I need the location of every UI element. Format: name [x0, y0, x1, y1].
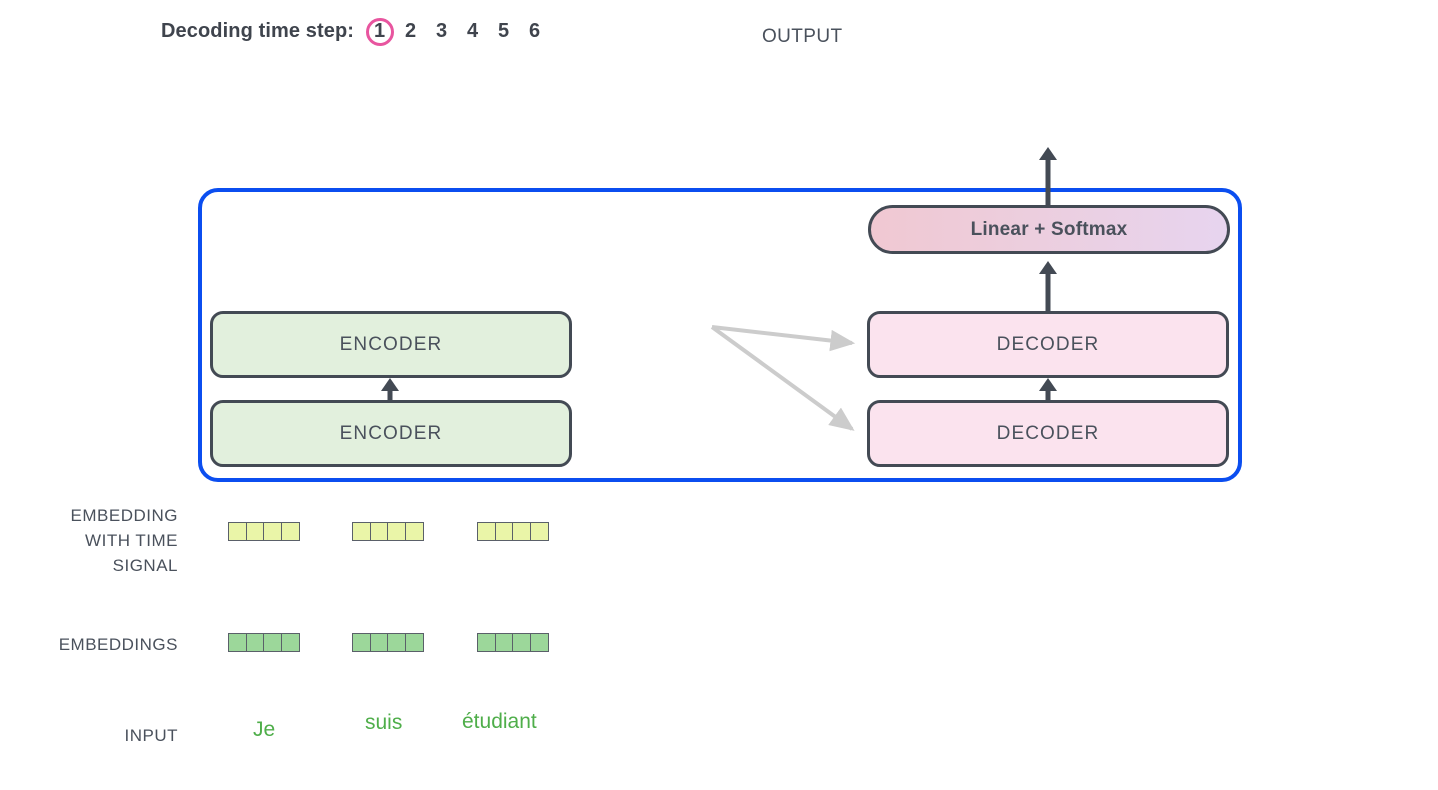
vector-cell: [280, 633, 300, 652]
arrow-up-decoder-to-decoder-icon: [1037, 378, 1059, 401]
vector-cell: [369, 522, 389, 541]
time-signal-vector-suis: [352, 522, 424, 541]
vector-cell: [228, 522, 247, 541]
vector-cell: [228, 633, 247, 652]
vector-cell: [263, 633, 282, 652]
timestep-option-6[interactable]: 6: [528, 20, 541, 42]
timestep-option-2[interactable]: 2: [404, 20, 417, 42]
embedding-time-line-3: SIGNAL: [112, 556, 178, 575]
vector-cell: [352, 522, 371, 541]
input-word-suis: suis: [365, 711, 403, 734]
vector-cell: [512, 522, 531, 541]
embedding-vector-suis: [352, 633, 424, 652]
vector-cell: [263, 522, 282, 541]
encoder-to-decoder-arrows-icon: [710, 325, 856, 431]
vector-cell: [512, 633, 531, 652]
vector-cell: [387, 633, 406, 652]
time-signal-vector-etudiant: [477, 522, 549, 541]
vector-cell: [404, 633, 424, 652]
vector-cell: [404, 522, 424, 541]
timestep-option-3[interactable]: 3: [435, 20, 448, 42]
vector-cell: [529, 522, 549, 541]
embedding-time-line-1: EMBEDDING: [70, 506, 178, 525]
vector-cell: [245, 522, 265, 541]
arrow-up-decoder-to-linear-softmax-icon: [1037, 261, 1059, 311]
embeddings-label: EMBEDDINGS: [58, 635, 178, 654]
timestep-option-4[interactable]: 4: [466, 20, 479, 42]
arrow-up-output-icon: [1037, 147, 1059, 206]
vector-cell: [369, 633, 389, 652]
timestep-option-1[interactable]: 1: [364, 20, 395, 43]
vector-cell: [245, 633, 265, 652]
time-signal-vector-je: [228, 522, 300, 541]
decoding-timestep-label: Decoding time step:: [161, 20, 355, 42]
embedding-vector-je: [228, 633, 300, 652]
encoder-box-bottom: ENCODER: [210, 400, 572, 467]
input-word-je: Je: [253, 718, 276, 741]
embedding-vector-etudiant: [477, 633, 549, 652]
vector-cell: [352, 633, 371, 652]
vector-cell: [494, 522, 514, 541]
transformer-model-container: [198, 188, 1242, 482]
linear-softmax-box: Linear + Softmax: [868, 205, 1230, 254]
embedding-time-line-2: WITH TIME: [85, 531, 178, 550]
decoding-timestep-row: Decoding time step: 1 2 3 4 5 6: [161, 20, 550, 43]
encoder-box-top: ENCODER: [210, 311, 572, 378]
embedding-with-time-signal-label: EMBEDDING WITH TIME SIGNAL: [0, 503, 178, 578]
vector-cell: [477, 633, 496, 652]
decoder-box-top: DECODER: [867, 311, 1229, 378]
arrow-up-encoder-to-encoder-icon: [379, 378, 401, 401]
vector-cell: [280, 522, 300, 541]
input-word-etudiant: étudiant: [462, 710, 537, 733]
vector-cell: [387, 522, 406, 541]
vector-cell: [494, 633, 514, 652]
output-label: OUTPUT: [762, 26, 843, 47]
input-label: INPUT: [124, 726, 178, 745]
decoder-box-bottom: DECODER: [867, 400, 1229, 467]
vector-cell: [529, 633, 549, 652]
vector-cell: [477, 522, 496, 541]
timestep-option-5[interactable]: 5: [497, 20, 510, 42]
